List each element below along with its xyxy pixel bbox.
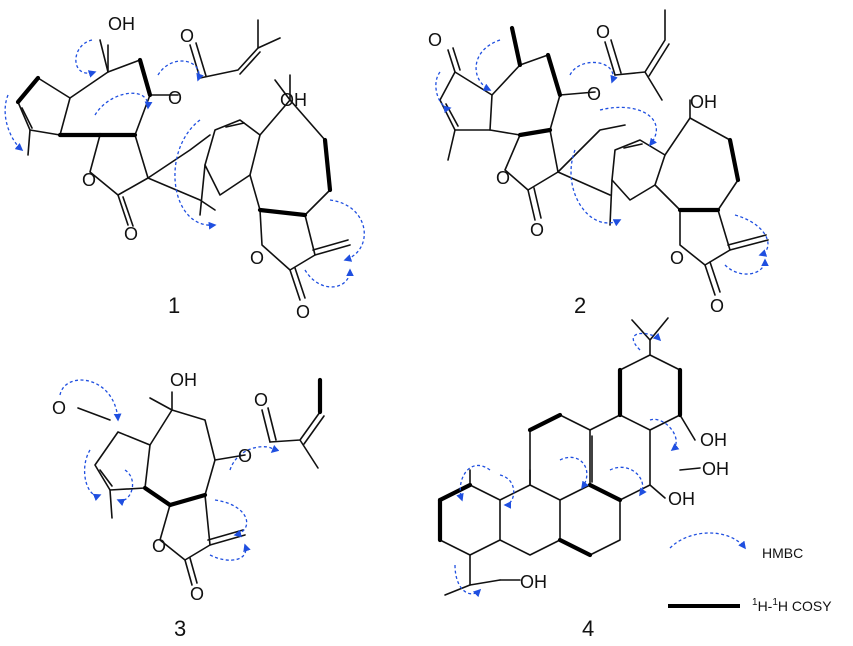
cosy-text-part: H COSY — [778, 598, 832, 614]
oh-label: OH — [280, 90, 307, 110]
compound-number: 2 — [574, 293, 586, 318]
hmbc-legend-label: HMBC — [762, 545, 803, 561]
o-label: O — [496, 168, 510, 188]
o-label: O — [530, 220, 544, 240]
compound-1-structure: OH O O O O OH O O 1 — [4, 14, 365, 322]
o-label: O — [296, 302, 310, 322]
o-label: O — [124, 224, 138, 244]
o-label: O — [587, 84, 601, 104]
oh-label: OH — [108, 14, 135, 34]
cosy-legend-label: 1H-1H COSY — [752, 597, 832, 614]
oh-label: OH — [520, 572, 547, 592]
compound-2-structure: O O O O O OH O O 2 — [428, 9, 769, 318]
o-label: O — [710, 296, 724, 316]
o-label: O — [190, 584, 204, 604]
legend: HMBC 1H-1H COSY — [668, 532, 832, 614]
oh-label: OH — [690, 92, 717, 112]
o-label: O — [152, 536, 166, 556]
o-label: O — [168, 88, 182, 108]
o-label: O — [238, 446, 252, 466]
o-label: O — [428, 30, 442, 50]
compound-number: 4 — [582, 616, 594, 641]
o-label: O — [670, 248, 684, 268]
superscript: 1 — [752, 597, 758, 608]
o-label: O — [180, 26, 194, 46]
o-label: O — [254, 390, 268, 410]
compound-number: 3 — [174, 616, 186, 641]
o-label: O — [596, 22, 610, 42]
hmbc-legend-arrow — [669, 532, 746, 550]
compound-3-structure: O OH O O O O 3 — [52, 370, 325, 641]
o-label: O — [82, 170, 96, 190]
oh-label: OH — [668, 489, 695, 509]
compound-number: 1 — [168, 293, 180, 318]
cosy-text-part: H- — [758, 598, 773, 614]
compound-4-structure: OH OH OH OH 4 — [437, 317, 729, 641]
o-label: O — [250, 248, 264, 268]
superscript: 1 — [772, 597, 778, 608]
o-label: O — [52, 398, 66, 418]
oh-label: OH — [170, 370, 197, 390]
oh-label: OH — [700, 430, 727, 450]
oh-label: OH — [702, 459, 729, 479]
